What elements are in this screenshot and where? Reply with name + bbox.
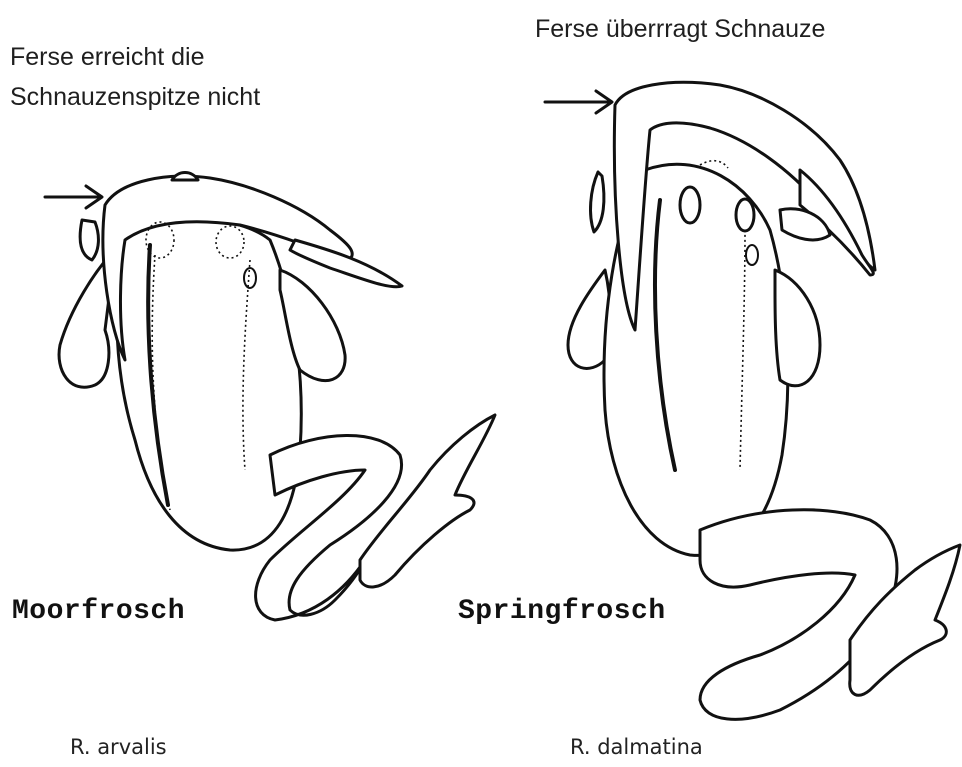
right-heel-arrow	[545, 91, 612, 113]
left-latin-name: R. arvalis	[70, 735, 167, 759]
left-common-name: Moorfrosch	[12, 596, 185, 627]
right-latin-name: R. dalmatina	[570, 735, 703, 759]
moorfrosch-drawing	[45, 173, 495, 621]
right-common-name: Springfrosch	[458, 596, 666, 627]
left-heel-arrow	[45, 186, 102, 208]
